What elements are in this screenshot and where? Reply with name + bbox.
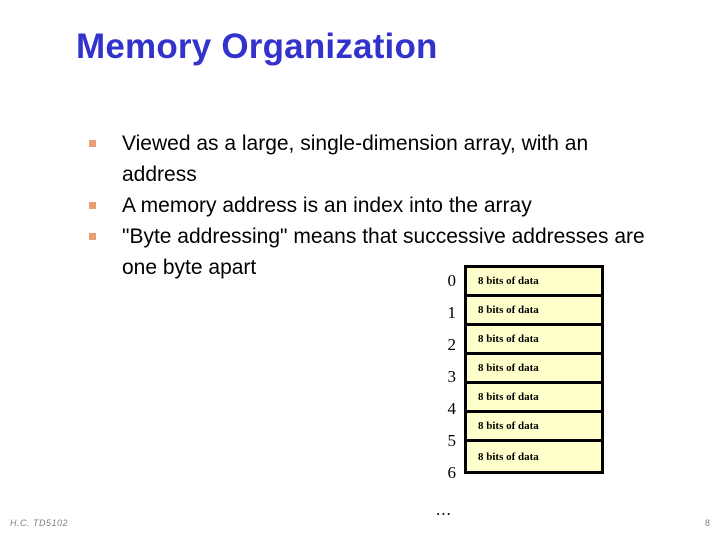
- memory-address-label: 1: [447, 303, 457, 322]
- memory-address-label: 5: [447, 431, 457, 450]
- list-item-text: Viewed as a large, single-dimension arra…: [122, 132, 589, 186]
- memory-cell: 8 bits of data: [467, 268, 601, 297]
- memory-cell: 8 bits of data: [467, 442, 601, 471]
- memory-cell: 8 bits of data: [467, 355, 601, 384]
- list-item-text: "Byte addressing" means that successive …: [122, 225, 645, 279]
- page-title: Memory Organization: [76, 27, 438, 66]
- bullet-list: Viewed as a large, single-dimension arra…: [86, 128, 666, 283]
- list-item: Viewed as a large, single-dimension arra…: [86, 128, 666, 190]
- memory-address-label: 4: [447, 399, 457, 418]
- square-bullet-icon: [89, 233, 96, 240]
- square-bullet-icon: [89, 140, 96, 147]
- memory-cell: 8 bits of data: [467, 413, 601, 442]
- square-bullet-icon: [89, 202, 96, 209]
- memory-address-label: 2: [447, 335, 457, 354]
- footer-author: H.C. TD5102: [10, 518, 69, 528]
- memory-address-label: 0: [447, 271, 457, 290]
- list-item-text: A memory address is an index into the ar…: [122, 194, 532, 217]
- memory-address-column: 0 1 2 3 4 5 6: [418, 265, 457, 489]
- memory-address-label: 3: [447, 367, 457, 386]
- memory-cell: 8 bits of data: [467, 297, 601, 326]
- list-item: A memory address is an index into the ar…: [86, 190, 666, 221]
- footer-page-number: 8: [704, 518, 710, 528]
- list-item: "Byte addressing" means that successive …: [86, 221, 666, 283]
- memory-cell: 8 bits of data: [467, 384, 601, 413]
- memory-address-ellipsis: ...: [436, 500, 452, 519]
- memory-table: 8 bits of data 8 bits of data 8 bits of …: [464, 265, 604, 474]
- memory-cell: 8 bits of data: [467, 326, 601, 355]
- memory-address-label: 6: [447, 463, 457, 482]
